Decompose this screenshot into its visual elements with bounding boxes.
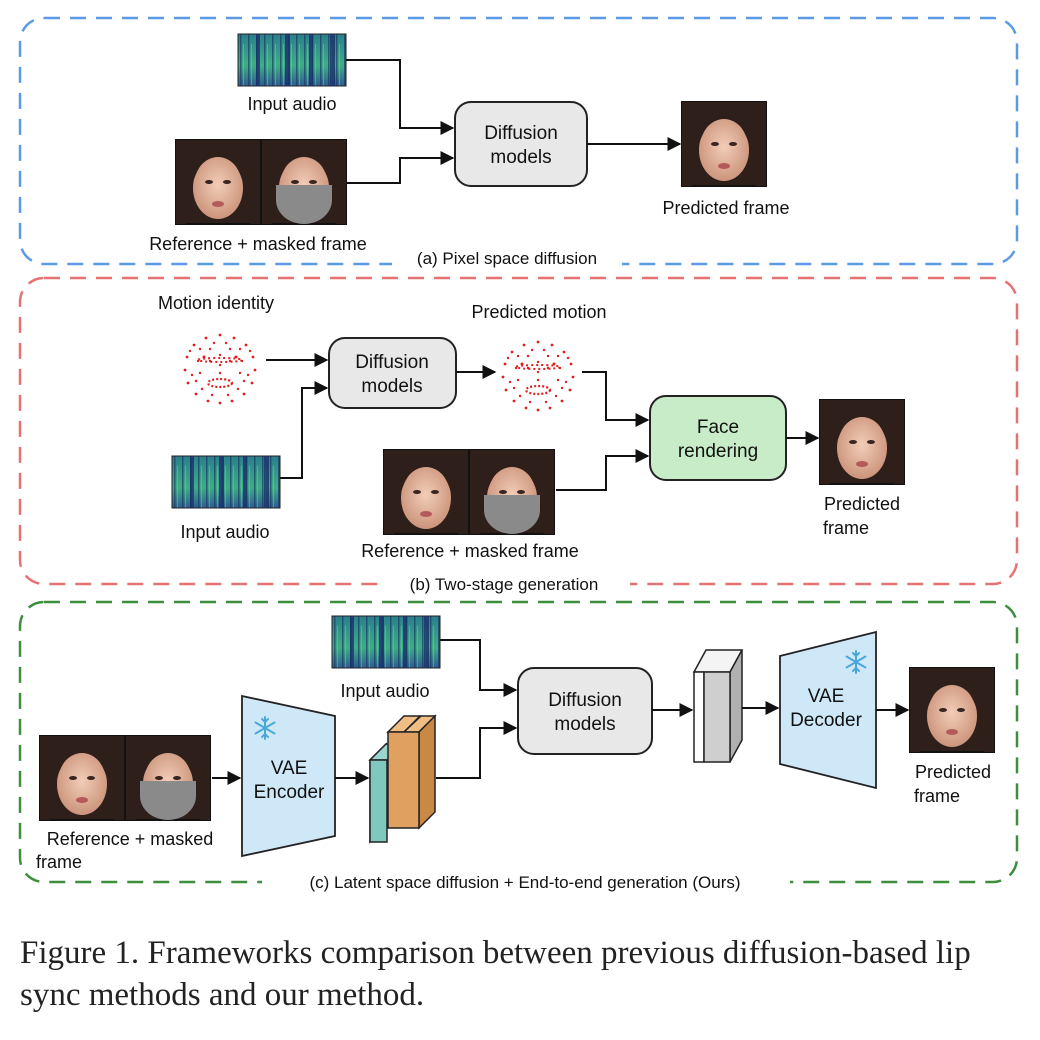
predicted-frame-label-1: Predicted <box>824 494 900 514</box>
diffusion-models-label-1: Diffusion <box>355 352 429 373</box>
predicted-motion-landmarks-icon <box>500 339 576 413</box>
arrow-latent-to-model <box>436 721 518 779</box>
vae-encoder-label-2: Encoder <box>254 782 325 803</box>
predicted-face-photo-icon <box>681 101 767 187</box>
vae-decoder-label-1: VAE <box>808 686 845 707</box>
predicted-latent-block <box>692 649 744 763</box>
spectrogram-icon <box>171 455 281 509</box>
arrow-audio-to-model <box>440 639 518 697</box>
predicted-face-photo-icon <box>909 667 995 753</box>
diffusion-models-label-2: models <box>554 714 615 735</box>
input-audio-label: Input audio <box>247 94 336 114</box>
reference-face-photo-icon <box>383 449 469 535</box>
predicted-frame-label-2: frame <box>914 786 960 806</box>
face-rendering-box <box>649 395 787 481</box>
predicted-motion-label: Predicted motion <box>471 302 606 322</box>
face-rendering-label-2: rendering <box>678 441 758 462</box>
arrow-frame-to-model <box>346 151 455 184</box>
diffusion-models-label-2: models <box>490 147 551 168</box>
diffusion-models-label-1: Diffusion <box>484 123 558 144</box>
section-b: (b) Two-stage generation Motion identity… <box>18 276 1019 598</box>
reference-masked-label: Reference + masked frame <box>361 541 579 561</box>
motion-identity-label: Motion identity <box>158 293 274 313</box>
face-rendering-label-1: Face <box>697 417 739 438</box>
latent-orange-block <box>386 714 437 830</box>
predicted-face-photo-icon <box>819 399 905 485</box>
predicted-frame-label-2: frame <box>823 518 869 538</box>
spectrogram-icon <box>331 615 441 669</box>
diffusion-models-label-2: models <box>361 376 422 397</box>
section-c-title: (c) Latent space diffusion + End-to-end … <box>309 873 740 892</box>
reference-masked-label-1: Reference + masked <box>47 829 214 849</box>
reference-face-photo-icon <box>175 139 261 225</box>
input-audio-label: Input audio <box>340 681 429 701</box>
vae-decoder-label-2: Decoder <box>790 710 862 731</box>
section-a-title: (a) Pixel space diffusion <box>417 249 597 268</box>
diffusion-models-label-1: Diffusion <box>548 690 622 711</box>
reference-masked-label-2: frame <box>36 852 82 872</box>
arrow-motion-to-render <box>582 371 650 427</box>
section-a: (a) Pixel space diffusion Input audio Re… <box>18 16 1019 270</box>
reference-face-photo-icon <box>39 735 125 821</box>
masked-face-photo-icon <box>126 736 210 820</box>
reference-masked-label: Reference + masked frame <box>149 234 367 254</box>
section-c: (c) Latent space diffusion + End-to-end … <box>18 600 1019 896</box>
masked-face-photo-icon <box>262 140 346 224</box>
spectrogram-icon <box>237 33 347 87</box>
vae-encoder-label-1: VAE <box>271 758 308 779</box>
section-b-title: (b) Two-stage generation <box>410 575 599 594</box>
masked-face-photo-icon <box>470 450 554 534</box>
diffusion-models-box <box>328 337 457 409</box>
arrow-audio-to-model <box>346 59 455 135</box>
diffusion-models-box <box>517 667 653 755</box>
arrow-audio-to-model <box>280 381 329 479</box>
predicted-frame-label-1: Predicted <box>915 762 991 782</box>
predicted-frame-label: Predicted frame <box>662 198 789 218</box>
framework-diagram: (a) Pixel space diffusion Input audio Re… <box>18 16 1019 896</box>
figure-caption: Figure 1. Frameworks comparison between … <box>20 935 971 1013</box>
arrow-frame-to-render <box>556 449 650 491</box>
input-audio-label: Input audio <box>180 522 269 542</box>
motion-identity-landmarks-icon <box>182 332 258 406</box>
diffusion-models-box <box>454 101 588 187</box>
